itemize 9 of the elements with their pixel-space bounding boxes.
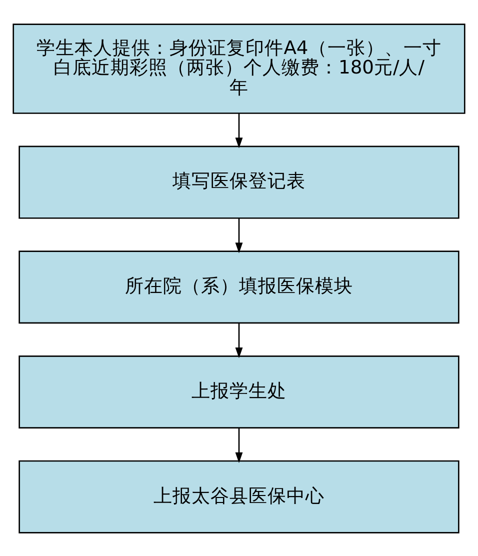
node-box: 上报太谷县医保中心 bbox=[18, 460, 460, 533]
node-box: 上报学生处 bbox=[18, 354, 460, 428]
arrow bbox=[235, 218, 243, 253]
node-box: 所在院（系）填报医保模块 bbox=[18, 250, 460, 324]
arrow bbox=[235, 112, 243, 148]
arrow bbox=[235, 427, 243, 462]
node-box: 学生本人提供：身份证复印件A4（一张）、一寸白底近期彩照（两张）个人缴费：180元/人/年 bbox=[12, 23, 466, 114]
arrow bbox=[235, 322, 243, 358]
node-box: 填写医保登记表 bbox=[18, 145, 460, 218]
